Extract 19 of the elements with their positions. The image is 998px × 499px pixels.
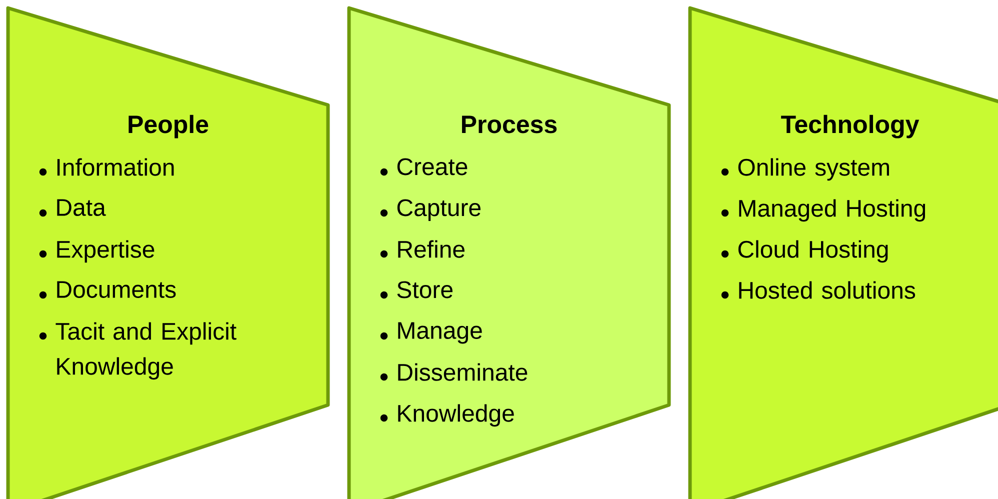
panel-heading: Technology <box>781 114 920 138</box>
bullet-item: Knowledge <box>380 404 514 427</box>
panel-heading: Process <box>462 116 557 134</box>
bullet-item: Capture <box>380 199 480 221</box>
bullet-item: Tacit and Explicit Knowledge <box>39 322 236 380</box>
bullet-item: Data <box>39 199 106 217</box>
bullet-item: Expertise <box>39 240 154 263</box>
bullet-item: Store <box>380 281 452 299</box>
bullet-item: Managed Hosting <box>721 199 926 222</box>
bullet-item: Information <box>39 158 174 176</box>
bullet-item: Manage <box>380 322 482 344</box>
bullet-item: Cloud Hosting <box>721 240 888 263</box>
panel-heading: People <box>128 114 208 138</box>
bullet-item: Documents <box>39 281 176 299</box>
bullet-item: Hosted solutions <box>721 281 916 299</box>
bullet-item: Create <box>380 158 468 176</box>
bullet-item: Online system <box>721 158 889 181</box>
bullet-item: Refine <box>380 240 464 258</box>
bullet-item: Disseminate <box>380 363 528 381</box>
